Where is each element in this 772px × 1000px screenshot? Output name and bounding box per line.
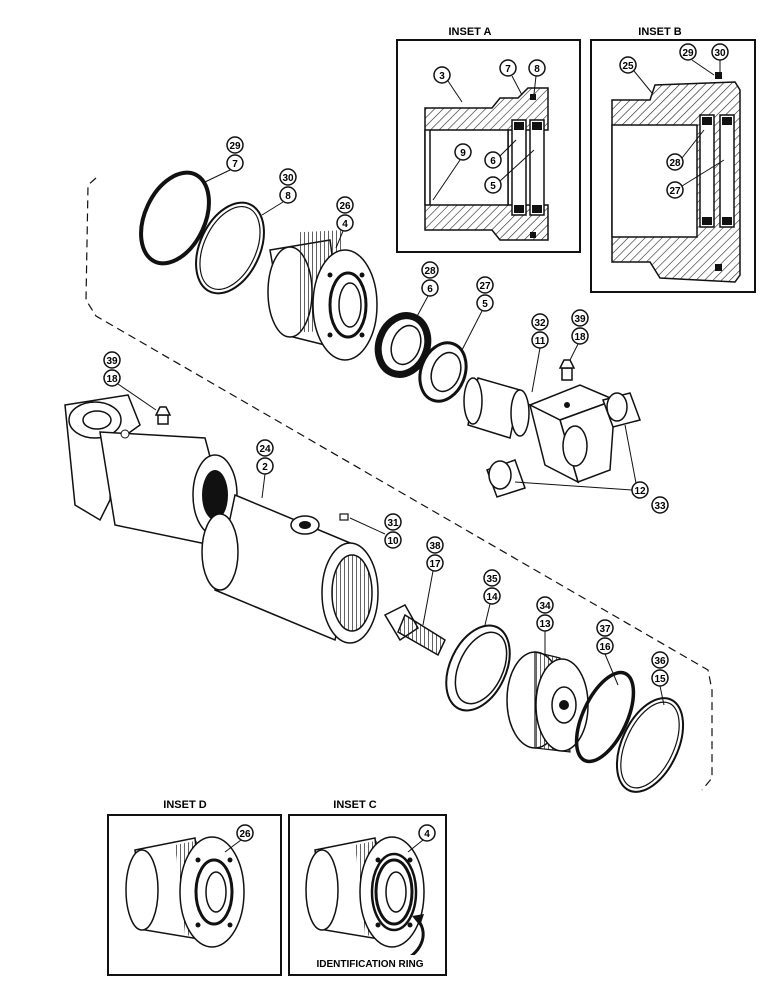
main-callouts: 29 7 30 8 26 4 28 6 27 5 32 11 3 bbox=[103, 136, 669, 706]
callout-number: 8 bbox=[285, 191, 291, 202]
inset-d-gland bbox=[125, 836, 245, 948]
bushing-part bbox=[486, 459, 526, 498]
arrow-head-icon bbox=[412, 914, 424, 926]
callout-number: 8 bbox=[534, 64, 540, 75]
callout-number: 28 bbox=[669, 158, 681, 169]
inset-a-gland-section bbox=[424, 87, 549, 241]
callout-number: 3 bbox=[439, 71, 445, 82]
callout-number: 5 bbox=[490, 181, 496, 192]
grease-fitting-part bbox=[154, 406, 172, 425]
inset-a: INSET A 3 7 8 9 bbox=[396, 26, 581, 253]
inset-a-title: INSET A bbox=[449, 26, 492, 38]
inset-a-callouts: 3 7 8 9 6 5 bbox=[432, 59, 546, 201]
callout-number: 35 bbox=[486, 574, 498, 585]
callout-number: 14 bbox=[486, 592, 498, 603]
callout-number: 13 bbox=[539, 619, 551, 630]
inset-b-frame bbox=[590, 39, 756, 293]
inset-b-callouts: 25 29 30 28 27 bbox=[619, 43, 729, 199]
callout-number: 39 bbox=[106, 356, 118, 367]
callout-number: 5 bbox=[482, 299, 488, 310]
grease-fitting-part bbox=[558, 359, 576, 381]
callout-number: 18 bbox=[574, 332, 586, 343]
callout-number: 11 bbox=[535, 336, 546, 347]
callout-number: 7 bbox=[232, 159, 238, 170]
callout-number: 26 bbox=[339, 201, 351, 212]
callout-number: 4 bbox=[424, 829, 430, 840]
inset-d-title: INSET D bbox=[163, 799, 206, 811]
inset-c-gland bbox=[305, 836, 425, 948]
inset-b-title: INSET B bbox=[638, 26, 681, 38]
backup-ring-part bbox=[615, 697, 685, 793]
callout-number: 7 bbox=[505, 64, 511, 75]
callout-number: 17 bbox=[429, 559, 441, 570]
gland-part bbox=[267, 230, 378, 361]
callout-number: 12 bbox=[634, 486, 646, 497]
callout-number: 18 bbox=[106, 374, 118, 385]
cylinder-tube-part bbox=[201, 493, 379, 644]
callout-number: 32 bbox=[534, 318, 546, 329]
inset-d: INSET D 26 bbox=[107, 799, 282, 976]
inset-d-frame bbox=[107, 814, 282, 976]
callout-number: 30 bbox=[282, 173, 294, 184]
bolt-part bbox=[383, 604, 446, 657]
identification-ring-label: IDENTIFICATION RING bbox=[316, 959, 423, 970]
set-screw-part bbox=[339, 513, 349, 521]
rod-eye-block-part bbox=[528, 384, 618, 484]
callout-number: 31 bbox=[387, 518, 399, 529]
callout-number: 29 bbox=[682, 48, 694, 59]
callout-number: 6 bbox=[427, 284, 433, 295]
inset-c-title: INSET C bbox=[333, 799, 376, 811]
callout-number: 38 bbox=[429, 541, 441, 552]
callout-number: 39 bbox=[574, 314, 586, 325]
o-ring-part bbox=[574, 670, 636, 764]
callout-number: 27 bbox=[669, 186, 681, 197]
callout-number: 25 bbox=[622, 61, 634, 72]
bushing-part bbox=[602, 392, 641, 428]
callout-number: 27 bbox=[479, 281, 491, 292]
piston-part bbox=[506, 651, 589, 753]
backup-ring-part bbox=[195, 201, 265, 295]
callout-number: 37 bbox=[599, 624, 611, 635]
callout-number: 2 bbox=[262, 462, 268, 473]
callout-number: 16 bbox=[599, 642, 611, 653]
callout-number: 10 bbox=[387, 536, 399, 547]
inset-c: INSET C 4 IDENTIFICATION RING bbox=[288, 799, 447, 976]
callout-number: 4 bbox=[342, 219, 348, 230]
inset-c-frame bbox=[288, 814, 447, 976]
rod-seal-part bbox=[374, 312, 432, 378]
o-ring-part bbox=[139, 170, 211, 266]
callout-number: 34 bbox=[539, 601, 551, 612]
wear-ring-part bbox=[445, 624, 511, 712]
callout-number: 29 bbox=[229, 141, 241, 152]
inset-b: INSET B 25 29 30 28 bbox=[590, 26, 756, 293]
callout-number: 24 bbox=[259, 444, 271, 455]
callout-number: 33 bbox=[654, 501, 666, 512]
pin-part bbox=[463, 377, 530, 439]
callout-number: 6 bbox=[490, 156, 496, 167]
callout-number: 9 bbox=[460, 148, 466, 159]
assembly-outline bbox=[85, 177, 713, 791]
callout-number: 36 bbox=[654, 656, 666, 667]
cylinder-base-part bbox=[64, 394, 238, 551]
callout-number: 28 bbox=[424, 266, 436, 277]
inset-b-gland-section bbox=[611, 72, 741, 283]
callout-number: 15 bbox=[654, 674, 666, 685]
inset-a-frame bbox=[396, 39, 581, 253]
wiper-seal-part bbox=[418, 341, 468, 403]
callout-number: 30 bbox=[714, 48, 726, 59]
callout-number: 26 bbox=[239, 829, 251, 840]
